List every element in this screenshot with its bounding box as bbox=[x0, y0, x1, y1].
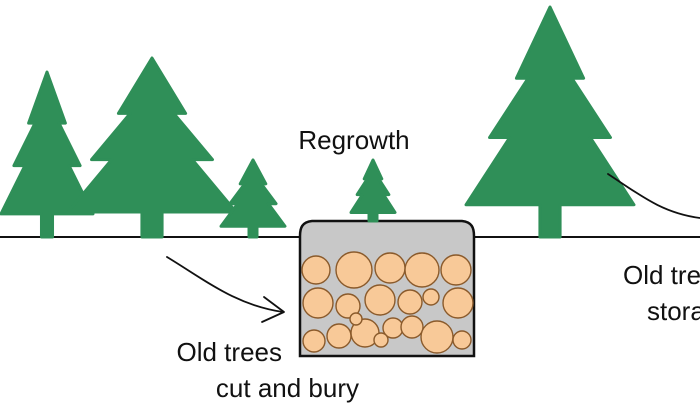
regrowth-label: Regrowth bbox=[298, 125, 409, 155]
log-cross-section-icon bbox=[373, 332, 389, 348]
log-cross-section-icon bbox=[420, 320, 454, 354]
cut-and-bury-label-line1: Old trees bbox=[177, 337, 283, 367]
storage-label-line2: stora bbox=[647, 296, 700, 326]
log-cross-section-icon bbox=[364, 284, 396, 316]
log-cross-section-icon bbox=[452, 330, 472, 350]
log-cross-section-icon bbox=[349, 312, 363, 326]
evergreen-tree-icon bbox=[219, 158, 287, 239]
log-cross-section-icon bbox=[422, 288, 440, 306]
buried-logs bbox=[301, 251, 474, 354]
curved-arrow-icon bbox=[166, 256, 285, 323]
arrows bbox=[166, 173, 700, 323]
curved-arrow-icon bbox=[607, 173, 700, 219]
evergreen-tree-icon bbox=[464, 5, 636, 239]
log-cross-section-icon bbox=[400, 315, 424, 339]
log-cross-section-icon bbox=[326, 323, 352, 349]
log-cross-section-icon bbox=[397, 289, 423, 315]
log-cross-section-icon bbox=[404, 252, 440, 288]
evergreen-tree-icon bbox=[349, 158, 397, 223]
log-cross-section-icon bbox=[302, 287, 334, 319]
log-cross-section-icon bbox=[302, 329, 326, 353]
log-cross-section-icon bbox=[335, 293, 361, 319]
log-cross-section-icon bbox=[301, 255, 331, 285]
evergreen-tree-icon bbox=[66, 56, 238, 239]
evergreen-tree-icon bbox=[0, 70, 95, 239]
log-cross-section-icon bbox=[442, 287, 474, 319]
storage-label-line1: Old tre bbox=[623, 260, 700, 290]
log-cross-section-icon bbox=[374, 252, 406, 284]
forest bbox=[0, 5, 636, 239]
log-cross-section-icon bbox=[335, 251, 373, 289]
cut-and-bury-label-line2: cut and bury bbox=[216, 373, 359, 403]
log-cross-section-icon bbox=[440, 254, 472, 286]
